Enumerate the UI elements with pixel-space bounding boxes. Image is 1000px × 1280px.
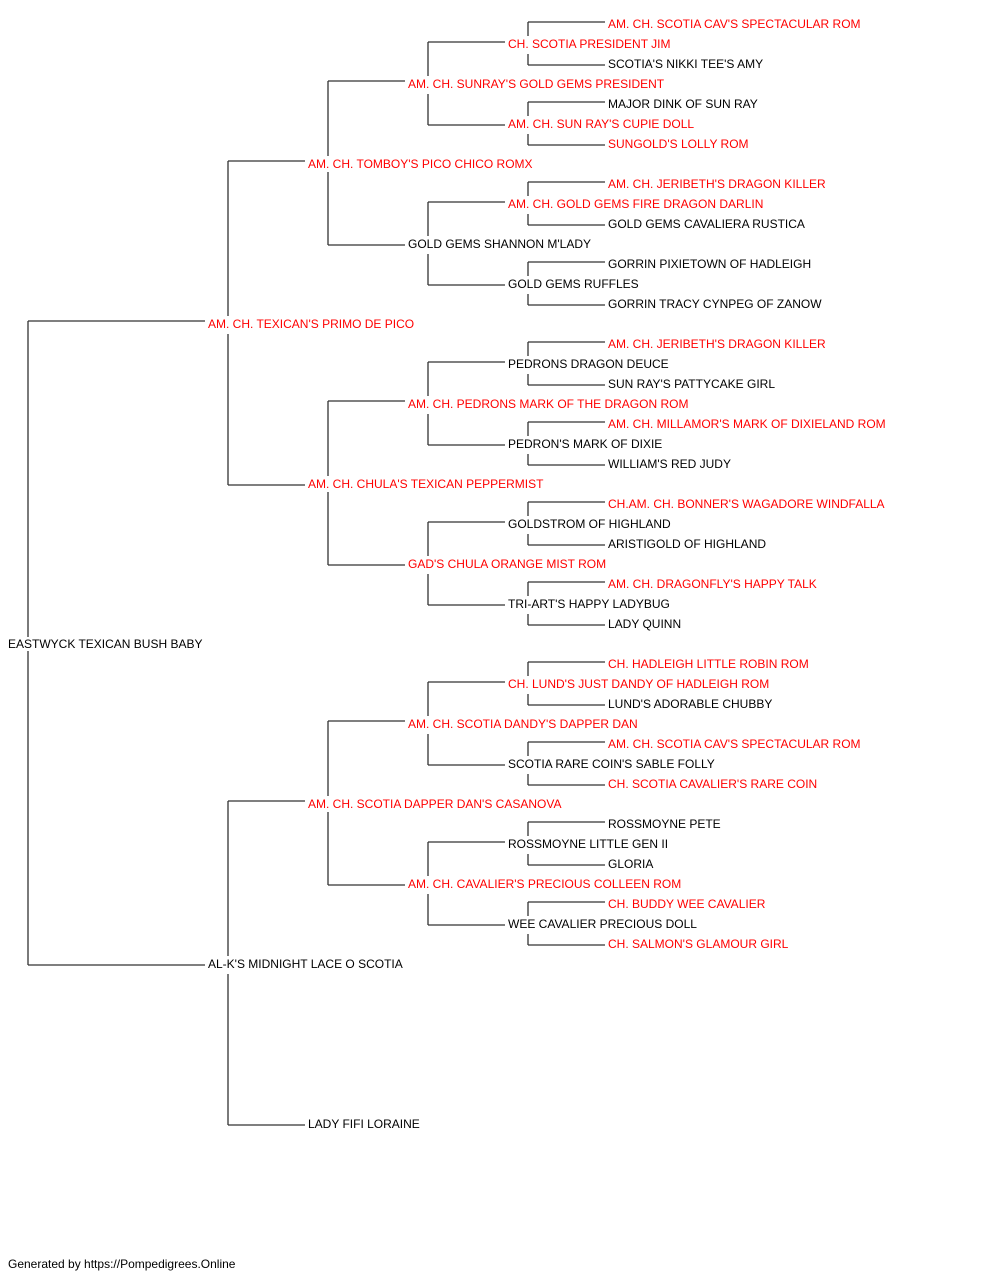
pedigree-tree: EASTWYCK TEXICAN BUSH BABY AM. CH. TEXICA…: [8, 17, 886, 1131]
grandparent-name[interactable]: LADY FIFI LORAINE: [308, 1117, 420, 1131]
gen5-ancestor-name[interactable]: GORRIN TRACY CYNPEG OF ZANOW: [608, 297, 822, 311]
great-grandparent-name[interactable]: GOLD GEMS SHANNON M'LADY: [408, 237, 591, 251]
gen4-ancestor-name[interactable]: ROSSMOYNE LITTLE GEN II: [508, 837, 668, 851]
gen5-ancestor-name[interactable]: CH. SALMON'S GLAMOUR GIRL: [608, 937, 789, 951]
gen5-ancestor-name[interactable]: AM. CH. JERIBETH'S DRAGON KILLER: [608, 177, 826, 191]
gen5-ancestor-name[interactable]: LADY QUINN: [608, 617, 681, 631]
gen5-ancestor-name[interactable]: WILLIAM'S RED JUDY: [608, 457, 731, 471]
gen5-ancestor-name[interactable]: SCOTIA'S NIKKI TEE'S AMY: [608, 57, 763, 71]
subject-name[interactable]: EASTWYCK TEXICAN BUSH BABY: [8, 637, 203, 651]
gen5-ancestor-name[interactable]: AM. CH. SCOTIA CAV'S SPECTACULAR ROM: [608, 737, 861, 751]
gen4-ancestor-name[interactable]: PEDRON'S MARK OF DIXIE: [508, 437, 662, 451]
grandparent-name[interactable]: AM. CH. SCOTIA DAPPER DAN'S CASANOVA: [308, 797, 561, 811]
gen4-ancestor-name[interactable]: AM. CH. SUN RAY'S CUPIE DOLL: [508, 117, 694, 131]
great-grandparent-name[interactable]: GAD'S CHULA ORANGE MIST ROM: [408, 557, 606, 571]
gen5-ancestor-name[interactable]: GOLD GEMS CAVALIERA RUSTICA: [608, 217, 805, 231]
gen4-ancestor-name[interactable]: PEDRONS DRAGON DEUCE: [508, 357, 669, 371]
footer-credit: Generated by https://Pompedigrees.Online: [8, 1257, 236, 1271]
dam-name[interactable]: AL-K'S MIDNIGHT LACE O SCOTIA: [208, 957, 403, 971]
great-grandparent-name[interactable]: AM. CH. CAVALIER'S PRECIOUS COLLEEN ROM: [408, 877, 681, 891]
great-grandparent-name[interactable]: AM. CH. PEDRONS MARK OF THE DRAGON ROM: [408, 397, 688, 411]
grandparent-name[interactable]: AM. CH. TOMBOY'S PICO CHICO ROMX: [308, 157, 533, 171]
gen5-ancestor-name[interactable]: AM. CH. JERIBETH'S DRAGON KILLER: [608, 337, 826, 351]
gen5-ancestor-name[interactable]: LUND'S ADORABLE CHUBBY: [608, 697, 772, 711]
gen5-ancestor-name[interactable]: AM. CH. DRAGONFLY'S HAPPY TALK: [608, 577, 817, 591]
gen4-ancestor-name[interactable]: CH. LUND'S JUST DANDY OF HADLEIGH ROM: [508, 677, 769, 691]
gen5-ancestor-name[interactable]: ROSSMOYNE PETE: [608, 817, 721, 831]
gen5-ancestor-name[interactable]: GLORIA: [608, 857, 653, 871]
connector-lines: [27, 21, 605, 1126]
gen4-ancestor-name[interactable]: GOLDSTROM OF HIGHLAND: [508, 517, 671, 531]
gen5-ancestor-name[interactable]: ARISTIGOLD OF HIGHLAND: [608, 537, 766, 551]
great-grandparent-name[interactable]: AM. CH. SCOTIA DANDY'S DAPPER DAN: [408, 717, 638, 731]
gen5-ancestor-name[interactable]: MAJOR DINK OF SUN RAY: [608, 97, 758, 111]
gen5-ancestor-name[interactable]: SUNGOLD'S LOLLY ROM: [608, 137, 749, 151]
gen4-ancestor-name[interactable]: CH. SCOTIA PRESIDENT JIM: [508, 37, 670, 51]
sire-name[interactable]: AM. CH. TEXICAN'S PRIMO DE PICO: [208, 317, 414, 331]
gen5-ancestor-name[interactable]: CH. SCOTIA CAVALIER'S RARE COIN: [608, 777, 817, 791]
gen5-ancestor-name[interactable]: CH. BUDDY WEE CAVALIER: [608, 897, 766, 911]
gen4-ancestor-name[interactable]: TRI-ART'S HAPPY LADYBUG: [508, 597, 670, 611]
gen4-ancestor-name[interactable]: AM. CH. GOLD GEMS FIRE DRAGON DARLIN: [508, 197, 763, 211]
gen4-ancestor-name[interactable]: WEE CAVALIER PRECIOUS DOLL: [508, 917, 697, 931]
gen5-ancestor-name[interactable]: CH. HADLEIGH LITTLE ROBIN ROM: [608, 657, 809, 671]
dog-names: EASTWYCK TEXICAN BUSH BABY AM. CH. TEXICA…: [8, 17, 886, 1131]
grandparent-name[interactable]: AM. CH. CHULA'S TEXICAN PEPPERMIST: [308, 477, 544, 491]
gen4-ancestor-name[interactable]: SCOTIA RARE COIN'S SABLE FOLLY: [508, 757, 715, 771]
great-grandparent-name[interactable]: AM. CH. SUNRAY'S GOLD GEMS PRESIDENT: [408, 77, 665, 91]
gen5-ancestor-name[interactable]: SUN RAY'S PATTYCAKE GIRL: [608, 377, 775, 391]
gen5-ancestor-name[interactable]: AM. CH. MILLAMOR'S MARK OF DIXIELAND ROM: [608, 417, 886, 431]
gen5-ancestor-name[interactable]: GORRIN PIXIETOWN OF HADLEIGH: [608, 257, 811, 271]
gen5-ancestor-name[interactable]: AM. CH. SCOTIA CAV'S SPECTACULAR ROM: [608, 17, 861, 31]
gen5-ancestor-name[interactable]: CH.AM. CH. BONNER'S WAGADORE WINDFALLA: [608, 497, 885, 511]
gen4-ancestor-name[interactable]: GOLD GEMS RUFFLES: [508, 277, 639, 291]
